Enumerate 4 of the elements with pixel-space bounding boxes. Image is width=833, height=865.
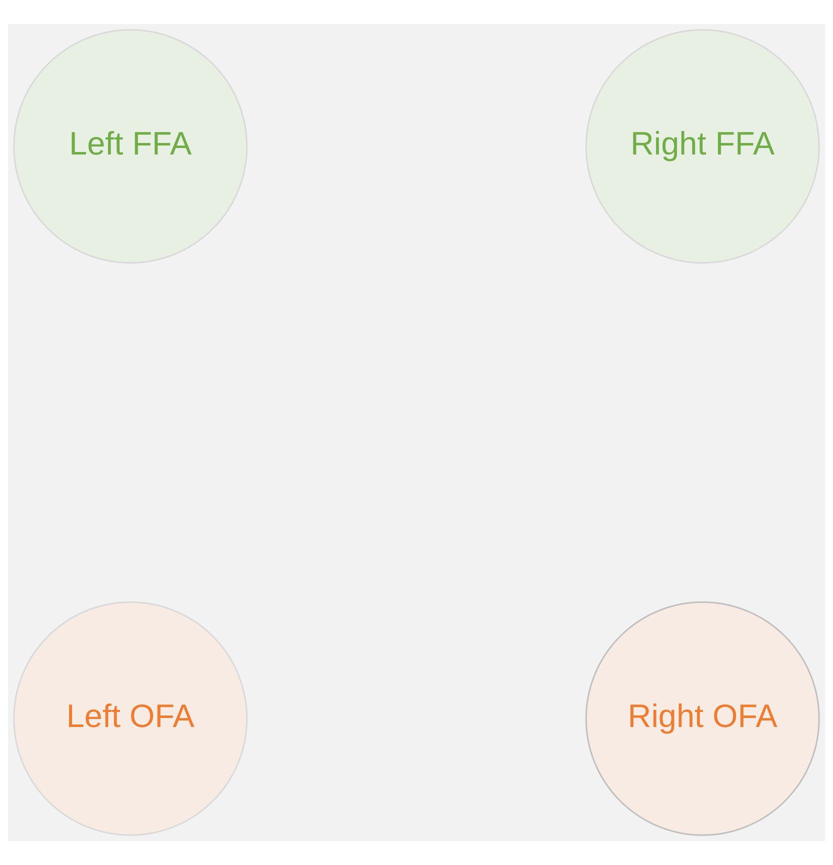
node-circle: Left OFA (13, 601, 248, 836)
node-circle: Right OFA (585, 601, 820, 836)
node-circle: Left FFA (13, 29, 248, 264)
node-circle: Right FFA (585, 29, 820, 264)
